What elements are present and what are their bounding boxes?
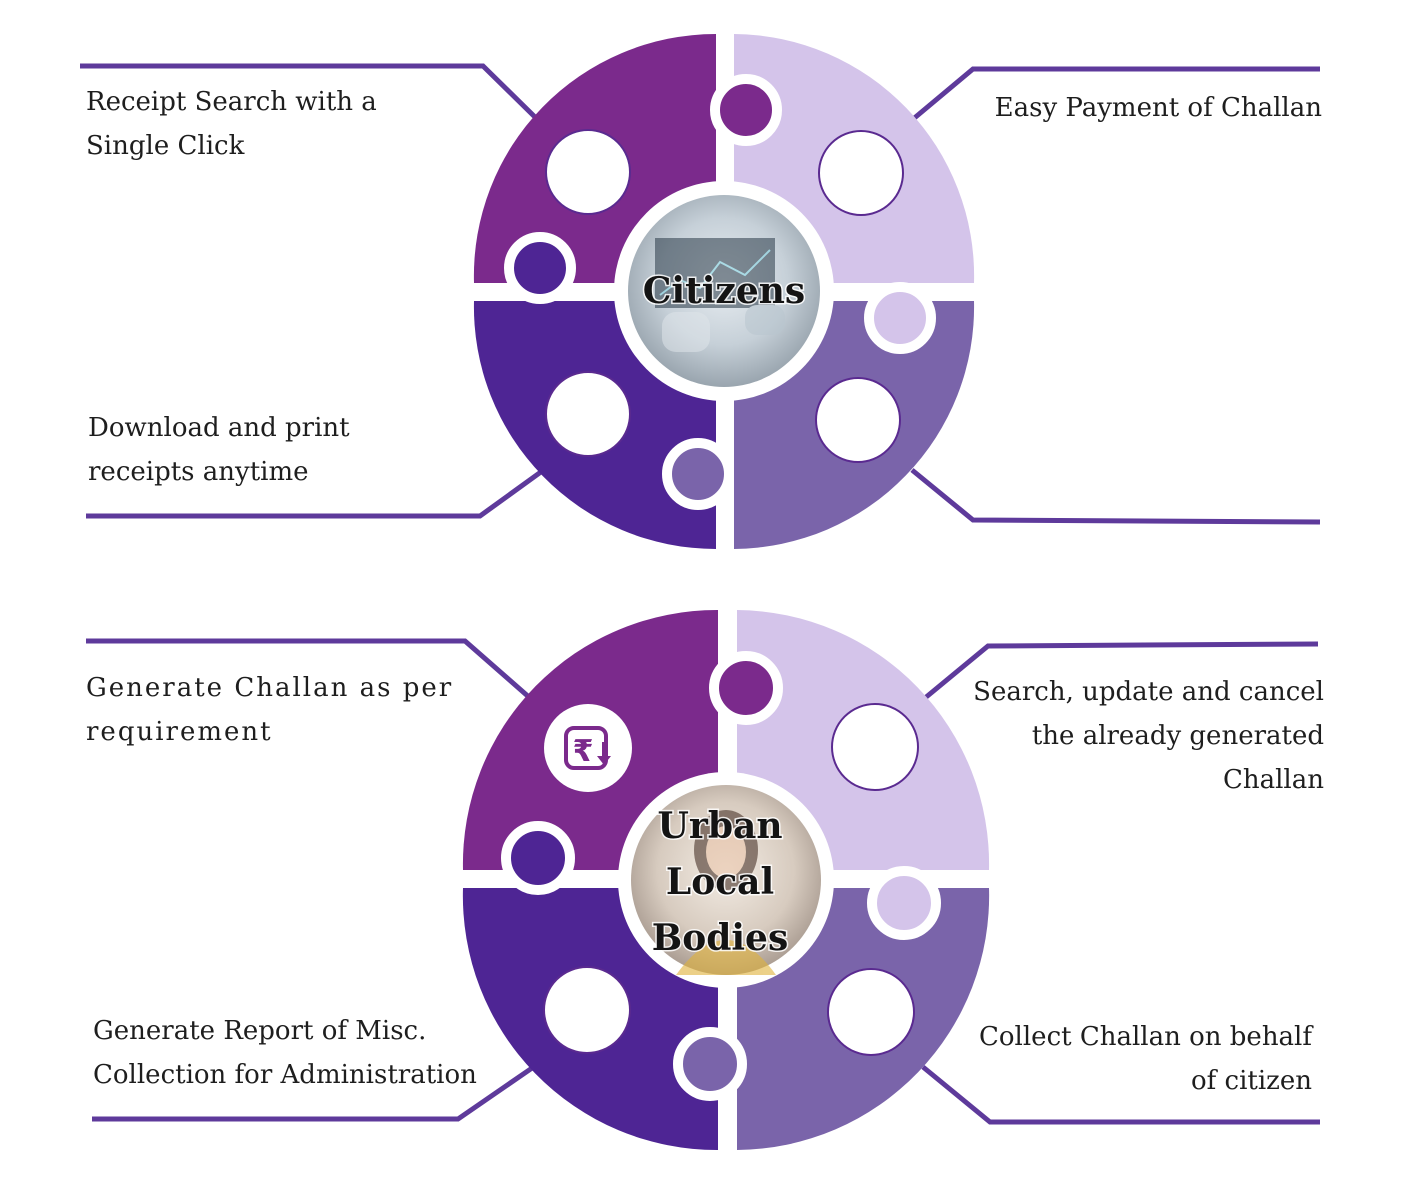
- center-title-line: Bodies: [652, 917, 788, 959]
- puzzle-tab: [710, 74, 782, 146]
- rupee-download-icon: ₹: [564, 726, 611, 770]
- feature-generate-challan: Generate Challan as per requirement: [86, 673, 454, 747]
- connector-line-bottom-right: [921, 1065, 1320, 1125]
- connector-line-bottom-right: [910, 468, 1321, 525]
- connector-line-bottom-left: [92, 1063, 537, 1122]
- center-title: Citizens: [643, 270, 805, 312]
- puzzle-tab: [504, 232, 576, 304]
- feature-collect-challan: Collect Challan on behalf of citizen: [979, 1022, 1312, 1096]
- person-illustration-icon: [676, 810, 776, 975]
- puzzle-tab: [501, 821, 575, 895]
- center-title-line: Local: [666, 861, 774, 903]
- piece-hole: [543, 966, 631, 1054]
- puzzle-tab: [864, 282, 936, 354]
- connector-line-top-right: [910, 66, 1320, 122]
- puzzle-tab: [867, 866, 941, 940]
- piece-hole: [815, 377, 901, 463]
- feature-search-update-cancel: Search, update and cancel the already ge…: [973, 677, 1324, 795]
- puzzle-tab: [662, 438, 734, 510]
- piece-hole: [827, 968, 915, 1056]
- piece-hole: [545, 371, 631, 457]
- center-title-line: Citizens: [643, 270, 805, 312]
- feature-generate-report: Generate Report of Misc. Collection for …: [93, 1016, 477, 1090]
- feature-download-print: Download and print receipts anytime: [88, 413, 350, 487]
- piece-hole: [831, 703, 919, 791]
- icon-badge: [544, 704, 632, 792]
- center-title-line: Urban: [657, 805, 782, 847]
- dashboard-illustration-icon: [655, 238, 785, 352]
- citizens-puzzle-circle: Citizens: [80, 33, 1321, 549]
- puzzle-tab: [709, 651, 783, 725]
- connector-line-top-right: [923, 641, 1319, 700]
- puzzle-tab: [673, 1027, 747, 1101]
- connector-line-top-left: [80, 63, 540, 122]
- connector-line-bottom-left: [86, 466, 547, 519]
- piece-hole: [545, 129, 631, 215]
- piece-hole: [818, 130, 904, 216]
- feature-easy-payment: Easy Payment of Challan: [994, 93, 1322, 123]
- svg-text:₹: ₹: [573, 734, 594, 769]
- connector-line-top-left: [86, 638, 532, 700]
- feature-receipt-search: Receipt Search with a Single Click: [86, 87, 377, 161]
